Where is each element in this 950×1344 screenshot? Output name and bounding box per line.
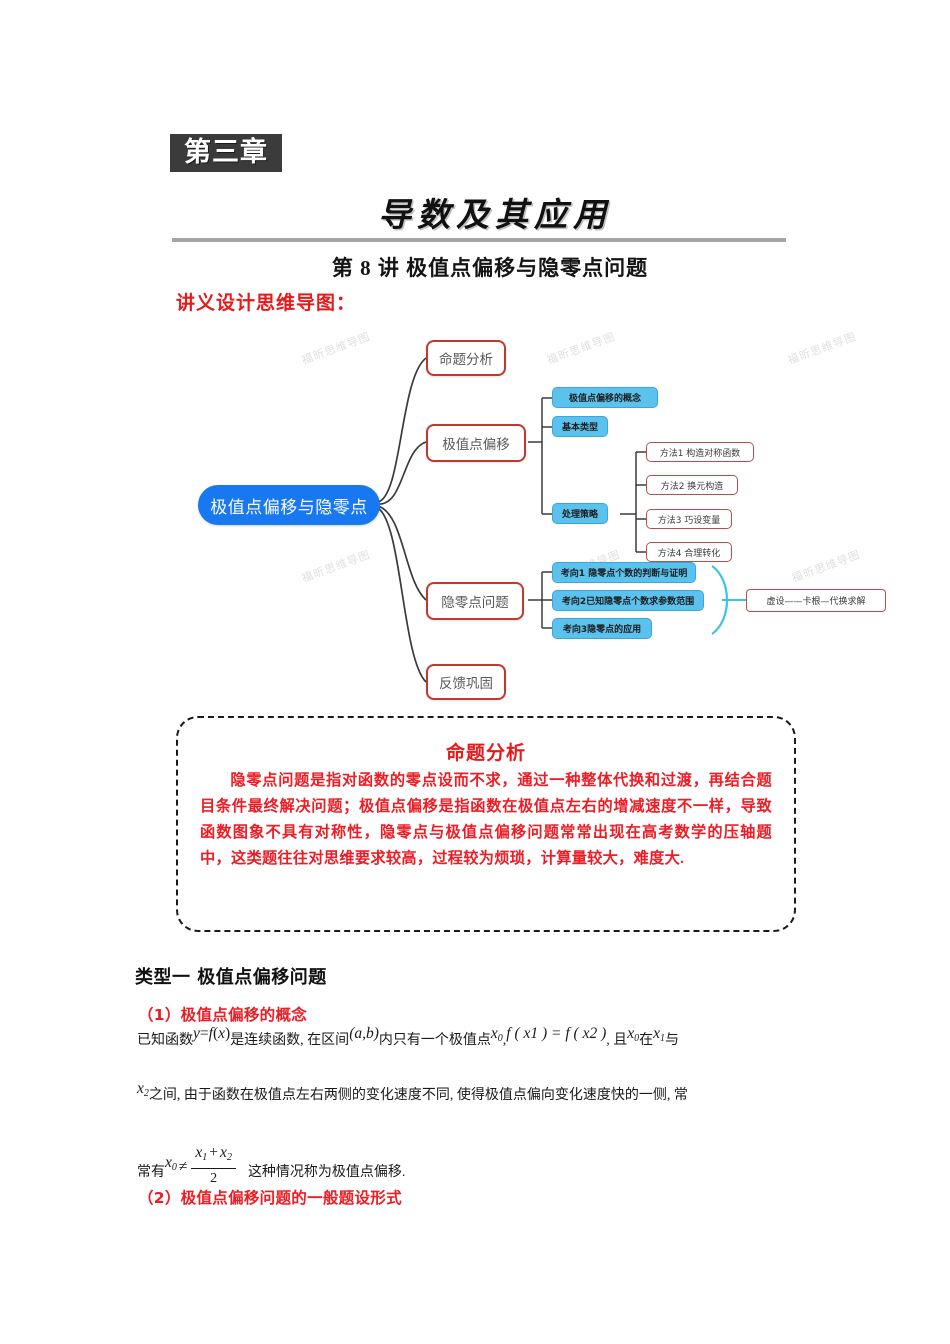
math-x1-base: x [653,1025,661,1042]
line1-text-4: , [502,1033,507,1048]
document-title: 导数及其应用 [378,195,612,234]
mindmap-branch-mingtifenxi[interactable]: 命题分析 [426,340,506,376]
line2-text: 之间, 由于函数在极值点左右两侧的变化速度不同, 使得极值点偏向变化速度快的一侧… [148,1088,688,1103]
line1-text-1: 已知函数 [137,1033,193,1048]
mindmap-node-kaoxiang-2[interactable]: 考向2已知隐零点个数求参数范围 [552,590,704,611]
line1-text-6: 在 [639,1033,654,1048]
math-x0c-sub: 0 [171,1161,177,1173]
math-x2-sub: 2 [143,1087,149,1099]
header-divider [172,238,786,242]
math-x: x [218,1025,226,1042]
subsection-heading-1: （1）极值点偏移的概念 [138,1006,308,1024]
branch-label: 命题分析 [439,352,493,368]
node-label: 基本类型 [561,423,598,433]
math-plus: + [209,1144,219,1161]
line3-suffix: 这种情况称为极值点偏移. [247,1165,406,1181]
node-label: 考向2已知隐零点个数求参数范围 [561,597,695,607]
math-x0b-base: x [627,1025,635,1042]
section-heading-type-one: 类型一 极值点偏移问题 [135,967,327,988]
mindmap-branch-jizhidianpianyi[interactable]: 极值点偏移 [426,424,526,462]
node-label: 方法2 换元构造 [660,481,724,492]
math-not-equal: ≠ [178,1158,188,1176]
math-x0-base: x [490,1025,498,1042]
math-x1-sub: 1 [660,1032,666,1044]
mindmap-center-label: 极值点偏移与隐零点 [210,497,368,518]
mindmap-node-xushe[interactable]: 虚设——卡根—代换求解 [746,589,886,612]
line1-text-5: , 且 [606,1033,628,1048]
definition-line-2: x2之间, 由于函数在极值点左右两侧的变化速度不同, 使得极值点偏向变化速度快的… [137,1080,688,1110]
math-paren-open: ( [212,1025,219,1042]
lecture-title: 第 8 讲 极值点偏移与隐零点问题 [331,256,649,280]
math-x2-base: x [137,1080,144,1097]
node-label: 考向3隐零点的应用 [562,625,642,635]
subsection-heading-2: （2）极值点偏移问题的一般题设形式 [138,1189,402,1207]
chapter-tag: 第三章 [170,134,282,172]
line1-text-2: 是连续函数, 在区间 [230,1033,350,1048]
node-label: 方法3 巧设变量 [657,515,721,526]
branch-label: 极值点偏移 [442,437,510,453]
mindmap-node-method-1[interactable]: 方法1 构造对称函数 [646,442,754,462]
definition-line-1: 已知函数y=f(x)是连续函数, 在区间(a,b)内只有一个极值点x0,f ( … [137,1025,680,1055]
math-num-x1-sub: 1 [202,1151,208,1163]
analysis-title: 命题分析 [445,742,526,764]
math-paren-close: ) [225,1025,231,1042]
mindmap-connector-lines [377,357,746,683]
analysis-body-text: 隐零点问题是指对函数的零点设而不求，通过一种整体代换和过渡，再结合题目条件最终解… [200,772,772,867]
math-y: y [193,1025,200,1042]
mindmap-node-method-4[interactable]: 方法4 合理转化 [646,542,732,562]
mindmap-center-node[interactable]: 极值点偏移与隐零点 [198,485,380,525]
mindmap-node-jibenleixing[interactable]: 基本类型 [552,416,608,437]
branch-label: 反馈巩固 [439,676,493,692]
analysis-callout-box: 命题分析 隐零点问题是指对函数的零点设而不求，通过一种整体代换和过渡，再结合题目… [176,716,796,932]
mindmap-node-chulicelue[interactable]: 处理策略 [552,503,608,524]
math-interval-ab: (a,b) [349,1025,379,1042]
mindmap-node-kaoxiang-1[interactable]: 考向1 隐零点个数的判断与证明 [552,562,696,583]
line1-text-3: 内只有一个极值点 [378,1033,491,1048]
math-x0c-base: x [165,1154,172,1172]
math-x0-sub: 0 [497,1032,503,1044]
branch-label: 隐零点问题 [441,595,509,611]
mindmap-node-method-2[interactable]: 方法2 换元构造 [646,475,738,495]
math-num-x2-base: x [220,1144,227,1161]
mindmap-node-kaoxiang-3[interactable]: 考向3隐零点的应用 [552,618,652,639]
node-label: 虚设——卡根—代换求解 [766,597,866,607]
mindmap-node-gainian[interactable]: 极值点偏移的概念 [552,387,658,408]
node-label: 极值点偏移的概念 [568,394,641,404]
math-eq: = [199,1025,209,1042]
math-fx1-eq-fx2: f ( x1 ) = f ( x2 ) [506,1025,607,1042]
mindmap-section-label: 讲义设计思维导图： [176,292,357,314]
line3-prefix: 常有 [137,1165,165,1181]
math-fraction-denominator: 2 [191,1167,236,1189]
math-x0b-sub: 0 [634,1032,640,1044]
node-label: 考向1 隐零点个数的判断与证明 [560,569,688,579]
mindmap-node-method-3[interactable]: 方法3 巧设变量 [646,509,732,529]
math-num-x2-sub: 2 [226,1151,232,1163]
node-label: 处理策略 [561,510,598,520]
line1-text-7: 与 [665,1033,680,1048]
node-label: 方法1 构造对称函数 [659,448,741,459]
math-num-x1-base: x [195,1144,203,1161]
mindmap: 福昕思维导图 福昕思维导图 福昕思维导图 福昕思维导图 福昕思维导图 福昕思维导… [150,318,910,718]
math-fraction-numerator: x1+x2 [191,1143,236,1168]
math-f: f [208,1025,213,1042]
mindmap-branch-fankuigonggu[interactable]: 反馈巩固 [426,664,506,700]
node-label: 方法4 合理转化 [657,548,721,559]
mindmap-branch-yinlingdian[interactable]: 隐零点问题 [426,582,524,620]
